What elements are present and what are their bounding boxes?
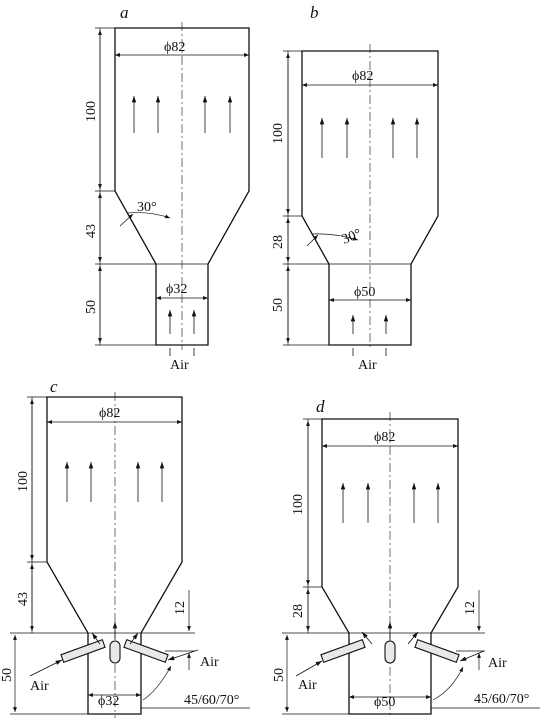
- panel-d-air-right: Air: [488, 656, 507, 671]
- panel-b-angle-arc: [311, 233, 359, 241]
- panel-b: b ϕ82 ϕ50 Air 30° 100 28 50: [271, 3, 439, 373]
- panel-a-angle-arc: [126, 212, 171, 219]
- center-nozzle: [109, 640, 121, 664]
- panel-c-top-diameter: ϕ82: [99, 406, 120, 421]
- panel-d-flow-arrows: [340, 483, 441, 523]
- panel-c-angle: 45/60/70°: [184, 693, 239, 708]
- panel-b-outline: [301, 50, 439, 346]
- panel-b-flow-arrows: [319, 118, 420, 334]
- left-nozzle: [60, 639, 106, 663]
- panel-a-label: a: [120, 3, 129, 22]
- left-nozzle: [320, 639, 366, 663]
- panel-d-air-left: Air: [298, 678, 317, 693]
- panel-d: d ϕ82 Air Air ϕ50 45/60/70°: [272, 397, 540, 718]
- panel-d-outline: [321, 418, 459, 715]
- panel-b-height-cone: 28: [271, 235, 286, 249]
- panel-c-height-lower: 50: [0, 668, 15, 682]
- panel-a: a ϕ82 ϕ32 Air 30°: [84, 3, 250, 373]
- panel-c-outline: [46, 396, 183, 715]
- panel-c-air-left: Air: [30, 679, 49, 694]
- panel-c-bottom-diameter: ϕ32: [98, 694, 119, 709]
- flow-arrow: [361, 631, 373, 645]
- panel-d-height-upper: 100: [291, 494, 306, 515]
- center-nozzle: [384, 640, 396, 664]
- panel-c-nozzle-offset: 12: [173, 601, 188, 615]
- panel-d-label: d: [316, 397, 325, 416]
- panel-c-air-right: Air: [200, 655, 219, 670]
- panel-b-top-diameter: ϕ82: [352, 69, 373, 84]
- panel-b-height-upper: 100: [271, 123, 286, 144]
- panel-c-nozzles: [29, 622, 199, 677]
- panel-d-top-diameter: ϕ82: [374, 430, 395, 445]
- panel-a-height-upper: 100: [84, 101, 99, 122]
- panel-d-angle-arc: [432, 666, 464, 701]
- panel-c-height-cone: 43: [16, 592, 31, 606]
- flow-arrow: [129, 632, 139, 645]
- panel-a-height-lower: 50: [84, 300, 99, 314]
- panel-a-top-diameter: ϕ82: [164, 40, 185, 55]
- panel-b-bottom-diameter: ϕ50: [354, 285, 375, 300]
- panel-b-angle-leader: [306, 234, 319, 247]
- panel-c: c ϕ82 Air Air ϕ32 45/60/70°: [0, 377, 250, 718]
- panel-c-label: c: [50, 377, 58, 396]
- panel-d-height-lower: 50: [272, 668, 287, 682]
- air-arrow-left: [29, 659, 63, 677]
- panel-d-height-cone: 28: [291, 604, 306, 618]
- panel-b-angle: 30°: [340, 226, 364, 247]
- panel-b-label: b: [310, 3, 319, 22]
- right-nozzle: [123, 639, 169, 663]
- panel-d-angle: 45/60/70°: [474, 692, 529, 707]
- panel-c-height-upper: 100: [16, 471, 31, 492]
- panel-d-nozzles: [295, 622, 485, 677]
- panel-c-angle-arc: [142, 665, 172, 701]
- panel-d-nozzle-offset: 12: [463, 601, 478, 615]
- air-arrow-left: [295, 660, 323, 677]
- panel-a-air-label: Air: [170, 358, 189, 373]
- panel-a-angle-leader: [119, 213, 134, 227]
- air-arrow-right: [167, 649, 199, 661]
- panel-a-angle: 30°: [137, 200, 157, 215]
- panel-c-flow-arrows: [64, 462, 165, 502]
- panel-b-height-lower: 50: [271, 298, 286, 312]
- right-nozzle: [414, 639, 460, 663]
- air-arrow-right: [459, 650, 485, 662]
- panel-a-height-cone: 43: [84, 224, 99, 238]
- panel-a-flow-arrows: [131, 96, 233, 334]
- panel-b-air-label: Air: [358, 358, 377, 373]
- panel-a-bottom-diameter: ϕ32: [166, 282, 187, 297]
- panel-d-bottom-diameter: ϕ50: [374, 695, 395, 710]
- flow-arrow: [407, 631, 419, 645]
- flow-arrow: [91, 632, 101, 645]
